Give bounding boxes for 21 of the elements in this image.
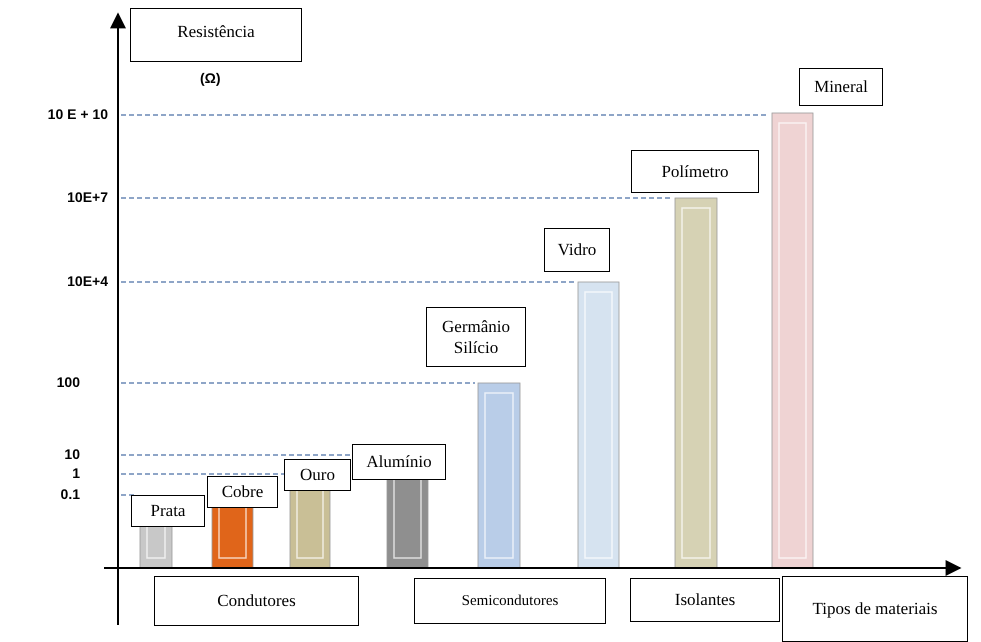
category-label: Ouro xyxy=(284,459,351,491)
category-label: Isolantes xyxy=(630,578,780,622)
tick-label: 10E+7 xyxy=(67,189,108,205)
axis-title: Resistência xyxy=(130,8,302,62)
category-label: Mineral xyxy=(799,68,883,106)
category-label: Semicondutores xyxy=(414,578,606,624)
category-label: Germânio Silício xyxy=(426,307,526,367)
category-label: Cobre xyxy=(207,476,278,508)
category-label: Polímetro xyxy=(631,150,759,193)
tick-label: 100 xyxy=(56,374,80,390)
tick-label: 10E+4 xyxy=(67,273,108,289)
category-label: Tipos de materiais xyxy=(782,576,968,642)
unit-label: (Ω) xyxy=(200,70,221,86)
category-label: Prata xyxy=(131,495,205,527)
tick-label: 1 xyxy=(72,465,80,481)
category-label: Alumínio xyxy=(352,444,446,480)
category-label: Vidro xyxy=(544,228,610,272)
tick-label: 0.1 xyxy=(60,486,80,502)
category-label: Condutores xyxy=(154,576,359,626)
tick-label: 10 xyxy=(64,446,80,462)
tick-label: 10 E + 10 xyxy=(48,106,108,122)
